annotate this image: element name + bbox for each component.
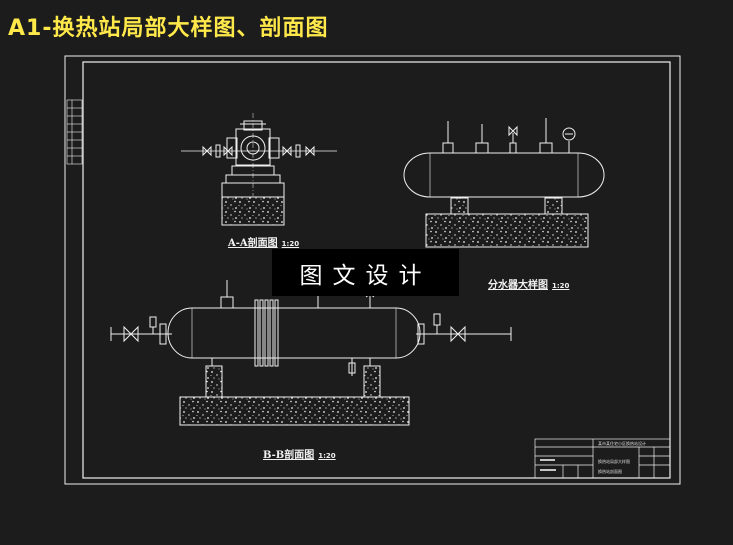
label-section-aa-scale: 1:20 (281, 240, 300, 248)
binding-strip (66, 99, 83, 165)
title-block-project: 某市某住宅小区换热站设计 (598, 441, 646, 446)
label-distributor-text: 分水器大样图 (488, 280, 548, 291)
title-block-drawing-name-2: 换热站剖面图 (598, 469, 622, 474)
tank-section-bb (110, 280, 512, 426)
pump-section-aa (181, 113, 337, 226)
watermark: 图文设计 (272, 249, 459, 296)
label-distributor-scale: 1:20 (552, 282, 570, 290)
label-section-bb-scale: 1:20 (318, 452, 336, 460)
sheet-border (64, 55, 681, 485)
title-block-drawing-name-1: 换热站局部大样图 (598, 459, 630, 464)
title-block (534, 438, 671, 479)
label-section-bb-text: B-B剖面图 (263, 450, 315, 461)
label-section-aa-text: A-A剖面图 (228, 238, 278, 249)
page-title: A1-换热站局部大样图、剖面图 (8, 16, 329, 41)
distributor-detail (403, 118, 605, 248)
label-distributor: 分水器大样图 1:20 (488, 276, 569, 291)
